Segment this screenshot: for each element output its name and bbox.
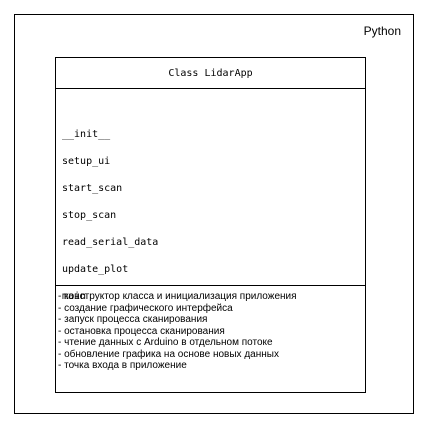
method-start-scan: start_scan (62, 183, 123, 194)
desc-update-plot: - обновление графика на основе новых дан… (58, 348, 279, 360)
class-title: Class LidarApp (56, 58, 365, 89)
class-box: Class LidarApp __init__ setup_ui start_s… (55, 57, 366, 393)
desc-init: - конструктор класса и инициализация при… (58, 291, 297, 302)
desc-read-serial-data: - чтение данных с Arduino в отдельном по… (58, 337, 273, 348)
desc-start-scan: - запуск процесса сканирования (58, 314, 208, 325)
desc-stop-scan: - остановка процесса сканирования (58, 325, 225, 337)
descriptions-section: - конструктор класса и инициализация при… (56, 286, 365, 372)
method-setup-ui: setup_ui (62, 156, 111, 167)
method-update-plot: update_plot (62, 264, 129, 275)
method-main: main (62, 291, 87, 302)
methods-section: __init__ setup_ui start_scan stop_scan r… (56, 89, 365, 302)
desc-setup-ui: - создание графического интерфейса (58, 302, 233, 314)
method-stop-scan: stop_scan (62, 210, 117, 221)
language-label: Python (363, 24, 401, 38)
method-read-serial-data: read_serial_data (62, 237, 159, 248)
method-init: __init__ (62, 129, 111, 140)
diagram-frame (14, 14, 414, 414)
desc-main: - точка входа в приложение (58, 360, 187, 371)
